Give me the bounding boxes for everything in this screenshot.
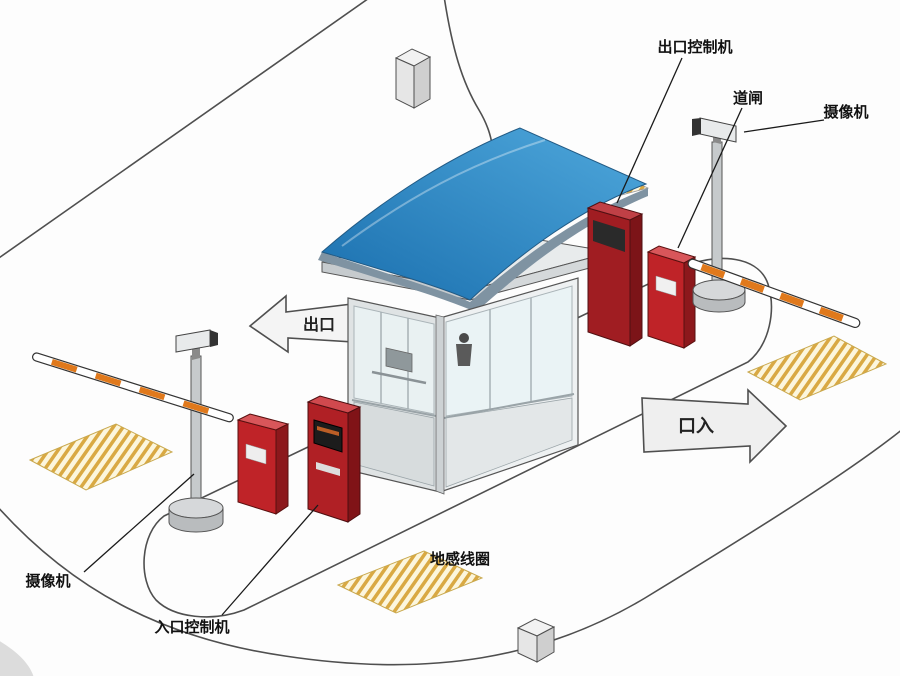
camera-right-body	[699, 117, 737, 143]
barrier-arm-right	[687, 258, 861, 329]
camera-pole-left-post	[190, 355, 202, 511]
barrier-gate-left	[236, 413, 290, 515]
entry-machine-led	[317, 426, 339, 436]
label-camera-bottom-left: 摄像机	[25, 572, 70, 590]
arm-stripe	[700, 263, 726, 279]
barrier-gate-right	[646, 245, 697, 349]
pillar-front-face	[395, 57, 415, 109]
canopy	[318, 127, 650, 312]
small-pillar-top	[394, 48, 432, 109]
leader-entry-controller	[221, 504, 319, 616]
label-camera-top-right: 摄像机	[823, 103, 868, 121]
leader-lines	[83, 57, 825, 616]
canopy-highlight	[341, 139, 546, 247]
interior-desk	[371, 370, 427, 385]
ground-loop-bottom	[336, 550, 484, 614]
camera-left-body	[175, 329, 211, 353]
barrier-arm-left	[32, 352, 234, 423]
exit-arrow-marking: 出口	[248, 294, 355, 354]
entry-control-machine	[306, 395, 362, 523]
entrance-arrow-text: 口入	[678, 416, 714, 437]
small-pillar-bottom	[516, 618, 556, 663]
leader-barrier-gate	[677, 107, 743, 249]
person-head	[459, 333, 469, 343]
canopy-sheet	[320, 127, 648, 301]
label-ground-loop: 地感线圈	[430, 550, 490, 568]
arm-stripe	[94, 372, 122, 387]
camera-right-lens	[692, 118, 701, 136]
person-body	[456, 344, 472, 366]
arm-stripe	[779, 292, 805, 308]
barrier-left-label-patch	[245, 443, 267, 465]
interior-monitor	[385, 347, 413, 373]
entry-machine-side	[347, 406, 361, 523]
camera-pole-right	[692, 117, 746, 313]
booth-right-sill	[443, 393, 575, 419]
ground-loop-right	[746, 335, 888, 401]
road-outer-edge-top-left	[0, 0, 368, 259]
pillar-side-face	[413, 56, 431, 109]
leader-camera-top-right	[743, 119, 825, 133]
arm-stripe	[739, 278, 765, 293]
leader-exit-controller	[616, 57, 683, 204]
ground-loops	[28, 335, 888, 614]
entry-machine-slot	[316, 462, 340, 476]
camera-left-lens	[210, 330, 218, 347]
exit-panel-screen	[593, 220, 625, 252]
entrance-arrow-marking: 口入	[641, 388, 788, 464]
canopy-underside-edge	[318, 188, 648, 312]
barrier-arm-right-stripes	[700, 263, 844, 322]
arm-stripe	[50, 358, 78, 373]
camera-right-base-body	[692, 289, 746, 313]
road-outer-edge-bottom	[0, 430, 900, 666]
barrier-left-front	[237, 419, 277, 515]
barrier-right-label-patch	[655, 275, 677, 297]
leader-camera-bottom-left	[83, 473, 195, 573]
labels: 出口控制机 道闸 摄像机 摄像机 入口控制机 地感线圈	[25, 38, 868, 636]
label-exit-controller: 出口控制机	[657, 38, 732, 56]
arm-stripe	[182, 400, 210, 415]
camera-pole-left	[168, 329, 224, 533]
arm-stripe	[138, 386, 166, 401]
barrier-arm-right-base	[687, 258, 861, 329]
exit-control-machine	[586, 201, 644, 347]
barrier-arm-left-stripes	[50, 358, 210, 415]
barrier-left-side	[275, 423, 289, 515]
label-entry-controller: 入口控制机	[154, 618, 229, 636]
camera-left-bracket	[192, 346, 200, 360]
entrance-arrow-shape	[641, 388, 788, 464]
barrier-right-front	[647, 251, 685, 349]
booth-right-panel	[445, 397, 573, 488]
pillar-side-face	[536, 626, 555, 663]
corner-shading-bottom-left	[0, 641, 34, 676]
exit-panel-side	[629, 213, 643, 347]
booth-corner-post	[435, 314, 445, 495]
exit-arrow-text: 出口	[303, 315, 335, 334]
booth-interior	[371, 333, 472, 385]
label-barrier-gate: 道闸	[733, 89, 763, 107]
guard-booth	[347, 277, 579, 495]
arm-stripe	[818, 306, 844, 322]
booth-right-glass	[445, 285, 573, 417]
booth-left-sill	[351, 399, 437, 417]
camera-left-base-body	[168, 507, 224, 533]
ground-loop-left	[28, 423, 174, 491]
